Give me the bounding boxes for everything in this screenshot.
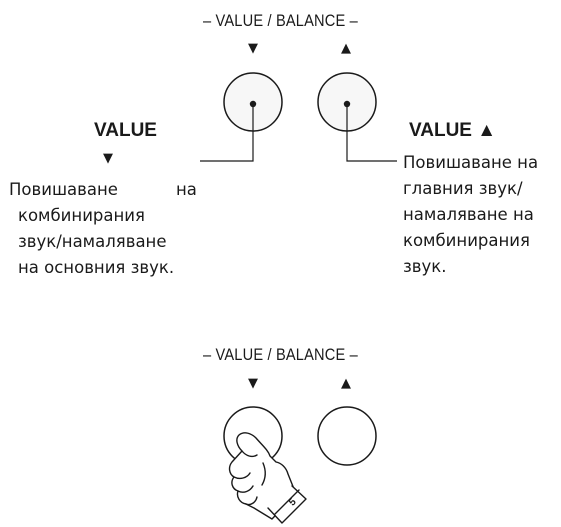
- left-leader-line: [200, 104, 254, 162]
- left-desc-line1a: Повишаване: [9, 180, 118, 199]
- value-balance-header-top: – VALUE / BALANCE –: [203, 11, 358, 30]
- value-up-label: VALUE ▲: [409, 120, 497, 141]
- value-down-label: VALUE: [94, 120, 157, 141]
- pressing-hand-icon: [228, 432, 307, 524]
- left-desc-line1b: на: [176, 180, 197, 199]
- right-desc-line3: намаляване на: [403, 205, 534, 224]
- right-desc-line2: главния звук/: [403, 179, 523, 198]
- right-desc-line4: комбинирания: [403, 231, 530, 250]
- value-balance-header-bottom: – VALUE / BALANCE –: [203, 345, 358, 364]
- down-arrow-icon-bottom: ▼: [248, 376, 258, 391]
- value-up-button-bottom[interactable]: [317, 406, 377, 466]
- left-desc-line4: на основния звук.: [18, 258, 175, 277]
- left-desc-line2: комбинирания: [18, 206, 145, 225]
- right-leader-line: [346, 104, 397, 162]
- right-desc-line5: звук.: [403, 257, 447, 276]
- right-desc-line1: Повишаване на: [403, 153, 539, 172]
- left-desc-line3: звук/намаляване: [18, 232, 167, 251]
- up-arrow-icon-top: ▲: [341, 41, 351, 56]
- up-arrow-icon-bottom: ▲: [341, 376, 351, 391]
- down-arrow-icon-top: ▼: [248, 41, 258, 56]
- down-arrow-icon-label: ▼: [103, 151, 113, 166]
